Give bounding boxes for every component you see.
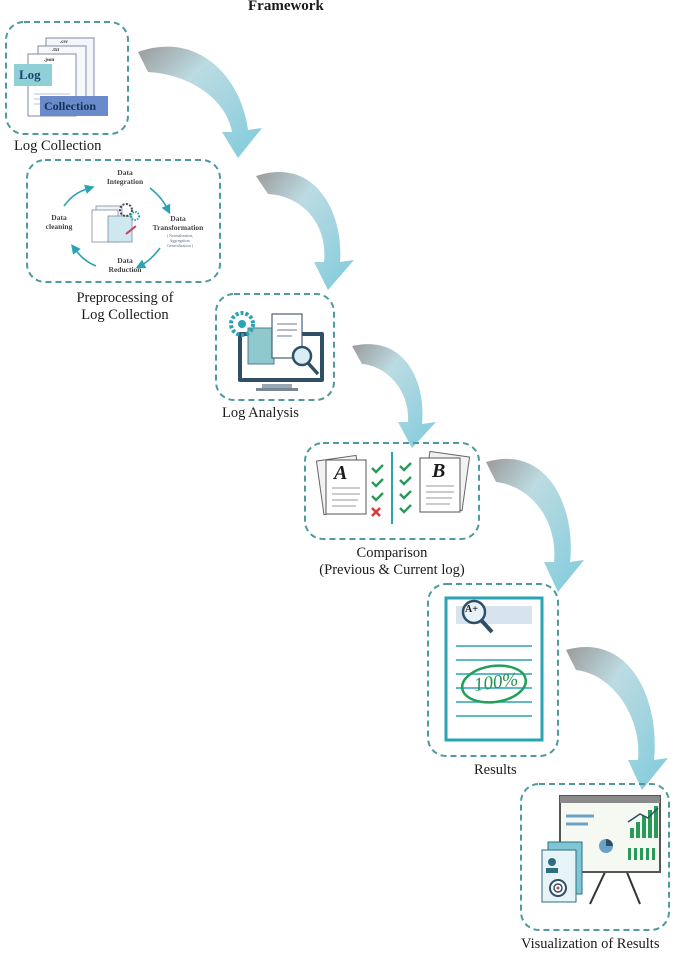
box-log-collection: [5, 21, 129, 135]
flow-arrow-4: [486, 458, 584, 592]
reduction-line-1: Data: [117, 256, 133, 265]
step-label-log-collection: Log Collection: [14, 138, 102, 154]
cleaning-line-1: Data: [51, 213, 67, 222]
grade-label: A+: [465, 604, 478, 615]
cleaning-line-2: cleaning: [45, 222, 73, 231]
step-label-results: Results: [474, 762, 517, 778]
file-tag-csv: .csv: [60, 40, 68, 45]
integration-line-1: Data: [117, 168, 133, 177]
collection-tag: Collection: [44, 99, 96, 113]
comparison-icon: [315, 450, 471, 524]
transformation-line-1: Data: [170, 214, 186, 223]
transformation-note-line-3: Generalization ): [167, 243, 193, 248]
reduction-line-2: Reduction: [108, 265, 142, 274]
document-stack-icon: [14, 37, 108, 117]
transformation-line-2: Transformation: [152, 223, 204, 232]
log-tag: Log: [19, 67, 41, 82]
box-comparison: [304, 442, 480, 540]
data-reduction-label: Data Reduction: [100, 256, 150, 274]
step-label-visualization: Visualization of Results: [521, 936, 660, 952]
flow-arrow-2: [256, 171, 354, 290]
monitor-analysis-icon: [229, 311, 324, 391]
preprocessing-label-line-2: Log Collection: [81, 307, 169, 323]
file-tag-txt: .txt: [52, 48, 60, 53]
transformation-note: ( Normalization, Aggregation, Generaliza…: [152, 233, 208, 248]
data-integration-label: Data Integration: [100, 168, 150, 186]
preprocessing-label-line-1: Preprocessing of: [76, 290, 174, 306]
comparison-label-line-2: (Previous & Current log): [319, 562, 465, 578]
integration-line-2: Integration: [106, 177, 144, 186]
data-transformation-label: Data Transformation: [146, 214, 210, 232]
doc-letter-b: B: [432, 460, 446, 482]
diagram-title: Framework: [248, 0, 324, 14]
transformation-note-line-1: ( Normalization,: [166, 233, 194, 238]
step-label-preprocessing: Preprocessing of Log Collection: [40, 290, 210, 324]
flow-arrow-3: [352, 344, 436, 448]
visualization-icon: [541, 795, 661, 905]
flow-arrow-5: [566, 647, 668, 790]
data-cleaning-label: Data cleaning: [34, 213, 84, 231]
flow-arrow-1: [138, 46, 262, 158]
box-visualization: [520, 783, 670, 931]
step-label-log-analysis: Log Analysis: [222, 405, 299, 421]
file-tag-json: .json: [44, 58, 55, 63]
box-log-analysis: [215, 293, 335, 401]
preprocessing-cycle-icon: [63, 184, 171, 269]
transformation-note-line-2: Aggregation,: [169, 238, 191, 243]
step-label-comparison: Comparison (Previous & Current log): [296, 545, 488, 579]
doc-letter-a: A: [334, 462, 348, 484]
box-results: [427, 583, 559, 757]
comparison-label-line-1: Comparison: [356, 545, 428, 561]
report-icon: [444, 596, 544, 742]
